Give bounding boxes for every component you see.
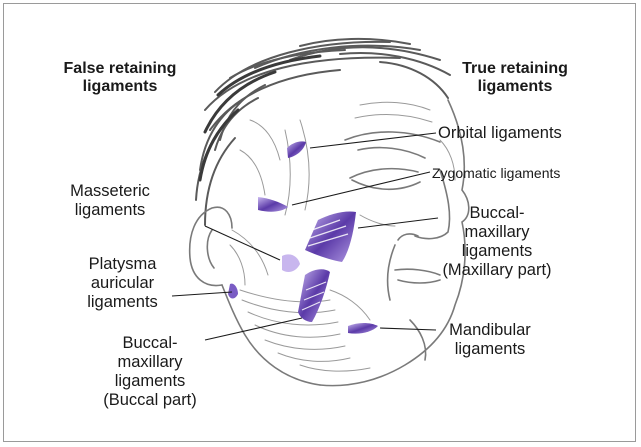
label-line: ligaments — [55, 201, 165, 220]
zygomatic-ligament-mark — [258, 197, 288, 212]
true-retaining-header: True retaining ligaments — [445, 60, 585, 96]
label-line: auricular — [75, 274, 170, 293]
label-masseteric-ligaments: Masseteric ligaments — [55, 182, 165, 220]
label-zygomatic-ligaments: Zygomatic ligaments — [432, 164, 592, 183]
label-line: Mandibular — [440, 321, 540, 340]
label-line: maxillary — [90, 353, 210, 372]
label-mandibular-ligaments: Mandibular ligaments — [440, 321, 540, 359]
label-line: Buccal- — [432, 204, 562, 223]
mandibular-ligament-mark — [348, 323, 378, 334]
ligament-marks — [228, 141, 378, 333]
label-line: Buccal- — [90, 334, 210, 353]
masseteric-ligament-mark — [282, 254, 300, 272]
header-line: ligaments — [445, 78, 585, 96]
label-line: ligaments — [440, 340, 540, 359]
orbital-ligament-mark — [287, 141, 306, 158]
label-line: ligaments — [432, 242, 562, 261]
label-platysma-auricular-ligaments: Platysma auricular ligaments — [75, 255, 170, 312]
label-line: maxillary — [432, 223, 562, 242]
label-line: Masseteric — [55, 182, 165, 201]
label-line: (Buccal part) — [90, 391, 210, 410]
label-orbital-ligaments: Orbital ligaments — [438, 124, 588, 143]
header-line: True retaining — [445, 60, 585, 78]
label-line: ligaments — [90, 372, 210, 391]
label-line: (Maxillary part) — [432, 261, 562, 280]
header-line: ligaments — [50, 78, 190, 96]
header-line: False retaining — [50, 60, 190, 78]
false-retaining-header: False retaining ligaments — [50, 60, 190, 96]
label-buccal-maxillary-maxillary: Buccal- maxillary ligaments (Maxillary p… — [432, 204, 562, 280]
platysma-auricular-mark — [228, 284, 238, 299]
label-line: ligaments — [75, 293, 170, 312]
label-line: Platysma — [75, 255, 170, 274]
label-buccal-maxillary-buccal: Buccal- maxillary ligaments (Buccal part… — [90, 334, 210, 410]
